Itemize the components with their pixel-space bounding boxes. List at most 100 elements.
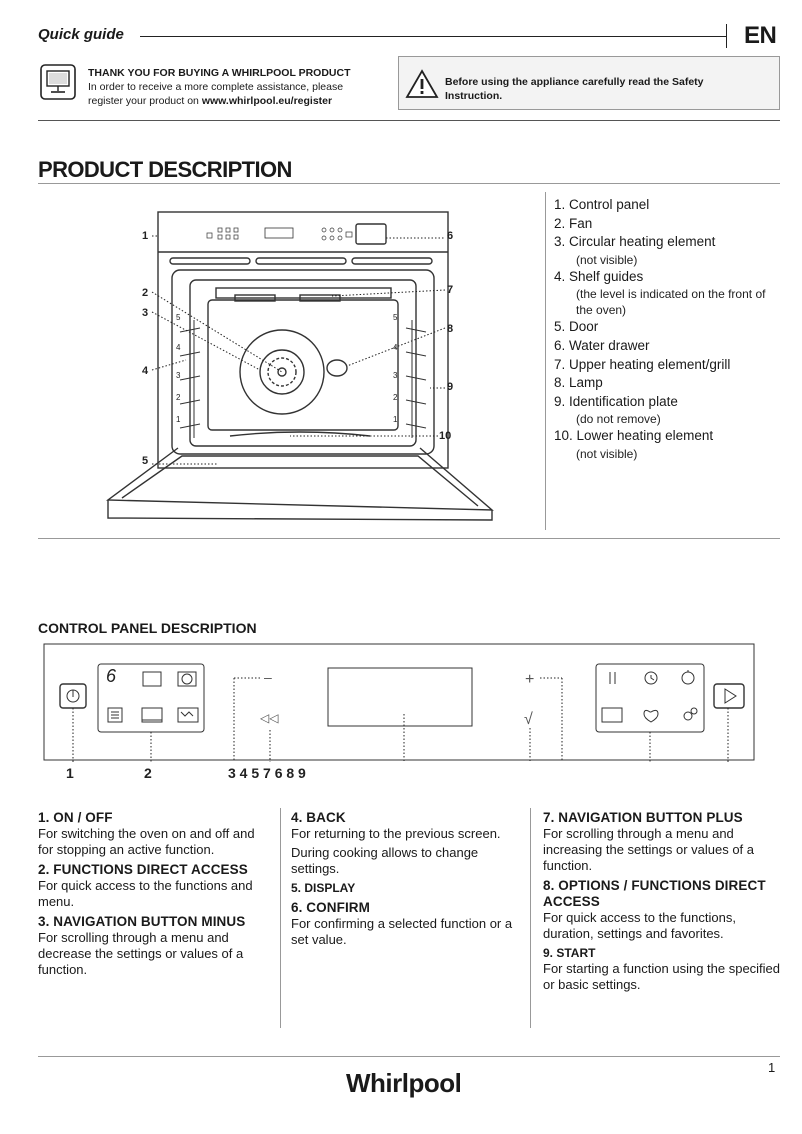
header-rule [140,36,726,37]
register-heading: THANK YOU FOR BUYING A WHIRLPOOL PRODUCT [88,67,351,79]
oven-diagram: 1 2 3 4 5 6 7 8 9 10 5 4 3 2 1 5 4 3 2 1 [105,211,494,521]
description-text: During cooking allows to change settings… [291,845,479,876]
description-text: For scrolling through a menu and decreas… [38,930,244,977]
description-title: 6. CONFIRM [291,900,371,915]
part-item: 8. Lamp [554,374,784,393]
callout-3: 3 [142,307,148,319]
parts-list: 1. Control panel 2. Fan 3. Circular heatin… [554,196,784,462]
divider [38,183,780,184]
part-item: 2. Fan [554,215,784,234]
part-label: 9. Identification plate [554,393,678,409]
description-text: For starting a function using the specif… [543,961,781,992]
panel-callout-3-9: 3 4 5 7 6 8 9 [228,765,306,781]
callout-8: 8 [447,323,453,335]
shelf-level-left: 1 [176,415,181,424]
shelf-level-left: 3 [176,371,181,380]
shelf-level-right: 3 [393,371,398,380]
description-title: 1. ON / OFF [38,810,113,825]
part-label: 1. Control panel [554,197,650,212]
callout-1: 1 [142,230,148,242]
divider [38,538,780,539]
part-item: 9. Identification plate (do not remove) [554,393,784,428]
part-item: 6. Water drawer [554,337,784,356]
shelf-level-right: 5 [393,313,398,322]
safety-warning-text: Before using the appliance carefully rea… [445,75,765,103]
shelf-level-left: 2 [176,393,181,402]
callout-2: 2 [142,287,148,299]
part-label: 8. Lamp [554,375,603,391]
back-glyph: ◁◁ [260,711,279,725]
part-label: 3. Circular heating element [554,234,716,250]
part-note: (not visible) [576,252,638,267]
minus-glyph: – [264,669,272,685]
plus-glyph: + [525,671,534,688]
description-title: 8. OPTIONS / FUNCTIONS DIRECT ACCESS [543,878,766,909]
part-item: 4. Shelf guides (the level is indicated o… [554,268,784,319]
description-text: For quick access to the functions and me… [38,878,253,909]
part-item: 3. Circular heating element (not visible) [554,233,784,268]
part-item: 10. Lower heating element (not visible) [554,427,784,462]
divider [38,120,780,121]
part-label: 4. Shelf guides [554,268,644,284]
description-title: 2. FUNCTIONS DIRECT ACCESS [38,862,248,877]
part-note: (the level is indicated on the front of … [576,287,766,318]
monitor-icon [40,64,76,100]
description-text: For scrolling through a menu and increas… [543,826,755,873]
description-title: 9. START [543,946,596,960]
part-item: 7. Upper heating element/grill [554,356,784,375]
column-separator [530,808,531,1028]
part-note: (do not remove) [576,412,661,427]
part-label: 6. Water drawer [554,337,650,353]
column-separator [280,808,281,1028]
register-url[interactable]: www.whirlpool.eu/register [201,95,333,107]
callout-4: 4 [142,365,149,377]
header-tick [726,24,727,48]
warning-line2: Instruction. [445,90,503,102]
footer-rule [38,1056,780,1057]
guide-title: Quick guide [38,26,124,43]
panel-callout-2: 2 [144,765,152,781]
brand-logo: Whirlpool [346,1068,462,1098]
register-line1: In order to receive a more complete assi… [88,81,344,93]
description-text: For confirming a selected function or a … [291,916,513,947]
panel-callout-1: 1 [66,765,74,781]
warning-icon [405,69,439,98]
description-text: For switching the oven on and off and fo… [38,826,255,857]
shelf-level-right: 1 [393,415,398,424]
description-title: 5. DISPLAY [291,881,356,895]
description-text: For quick access to the functions, durat… [543,910,736,941]
register-prefix: register your product on [88,95,202,107]
part-label: 5. Door [554,319,599,335]
sense-label: 6 [106,666,117,686]
safety-warning-box: Before using the appliance carefully rea… [398,56,780,110]
product-description-heading: PRODUCT DESCRIPTION [38,157,292,182]
page-number: 1 [768,1060,776,1075]
part-label: 7. Upper heating element/grill [554,356,731,372]
callout-6: 6 [447,230,453,242]
shelf-level-left: 4 [176,343,181,352]
callout-5: 5 [142,455,148,467]
part-item: 5. Door [554,318,784,337]
callout-10: 10 [439,430,451,442]
callout-7: 7 [447,284,453,296]
control-panel-heading: CONTROL PANEL DESCRIPTION [38,620,257,636]
confirm-glyph: √ [524,711,533,728]
part-note: (not visible) [576,446,638,461]
shelf-level-left: 5 [176,313,181,322]
description-title: 3. NAVIGATION BUTTON MINUS [38,914,246,929]
column-separator [545,192,546,530]
part-label: 2. Fan [554,215,593,231]
warning-line1: Before using the appliance carefully rea… [445,76,704,88]
shelf-level-right: 4 [393,343,398,352]
callout-9: 9 [447,381,453,393]
shelf-level-right: 2 [393,393,398,402]
control-panel-diagram: 6 – ◁◁ + √ 1 2 3 4 5 7 6 8 9 [43,643,755,781]
part-label: 10. Lower heating element [554,428,714,444]
description-title: 4. BACK [291,810,346,825]
description-title: 7. NAVIGATION BUTTON PLUS [543,810,743,825]
language-code: EN [744,22,777,49]
part-item: 1. Control panel [554,196,784,215]
